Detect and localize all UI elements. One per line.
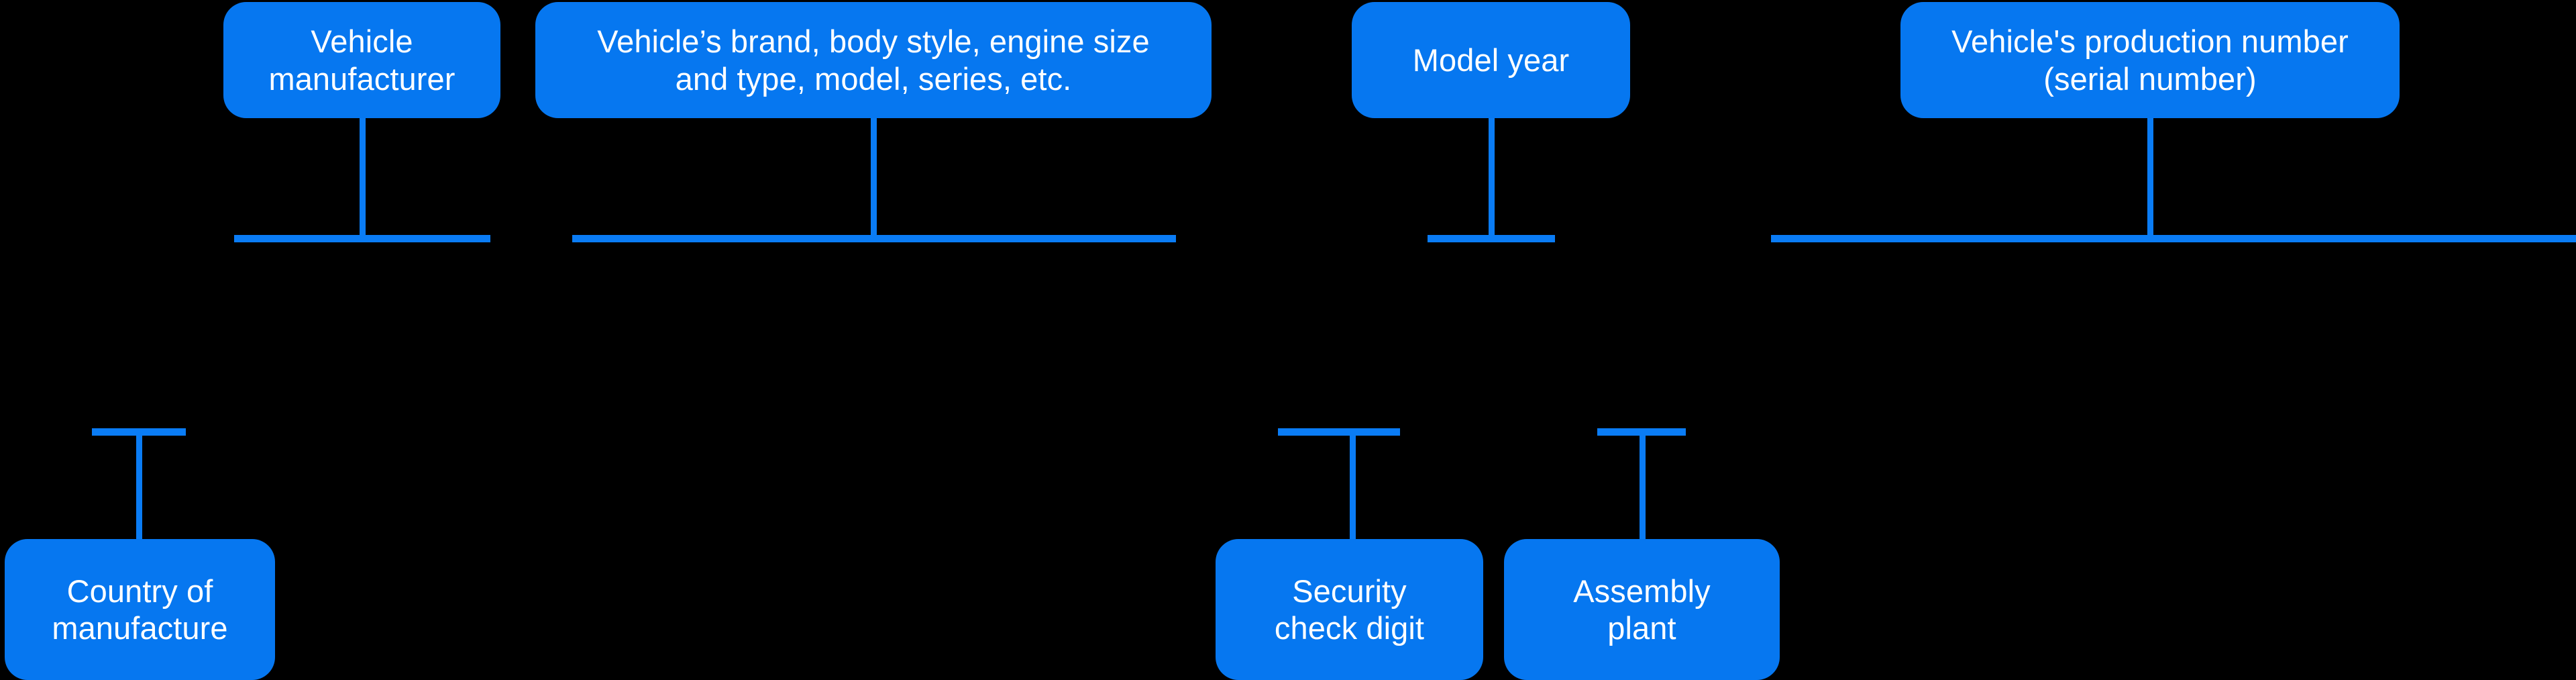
connector-connector-assembly	[1640, 428, 1646, 544]
node-label-vehicle-descriptor: Vehicle’s brand, body style, engine size…	[597, 23, 1150, 97]
node-label-country-of-manufacture: Country of manufacture	[52, 573, 228, 646]
connector-connector-descriptor	[871, 118, 877, 239]
connector-connector-country	[136, 428, 142, 544]
connector-connector-security	[1350, 428, 1356, 544]
connector-connector-model-year	[1489, 118, 1495, 239]
node-label-vehicle-manufacturer: Vehicle manufacturer	[268, 23, 455, 97]
bracket-bracket-production-number	[1771, 235, 2576, 242]
node-vehicle-descriptor[interactable]: Vehicle’s brand, body style, engine size…	[535, 2, 1212, 118]
connector-connector-production-number	[2147, 118, 2153, 239]
connector-connector-manufacturer	[360, 118, 366, 239]
node-label-assembly-plant: Assembly plant	[1573, 573, 1711, 646]
node-model-year[interactable]: Model year	[1352, 2, 1630, 118]
node-country-of-manufacture[interactable]: Country of manufacture	[5, 539, 275, 680]
node-production-number[interactable]: Vehicle's production number (serial numb…	[1900, 2, 2400, 118]
node-assembly-plant[interactable]: Assembly plant	[1504, 539, 1780, 680]
node-label-production-number: Vehicle's production number (serial numb…	[1951, 23, 2349, 97]
node-security-check-digit[interactable]: Security check digit	[1216, 539, 1483, 680]
node-label-model-year: Model year	[1412, 42, 1570, 78]
node-label-security-check-digit: Security check digit	[1274, 573, 1425, 646]
bracket-bracket-security	[1278, 428, 1400, 436]
node-vehicle-manufacturer[interactable]: Vehicle manufacturer	[223, 2, 500, 118]
